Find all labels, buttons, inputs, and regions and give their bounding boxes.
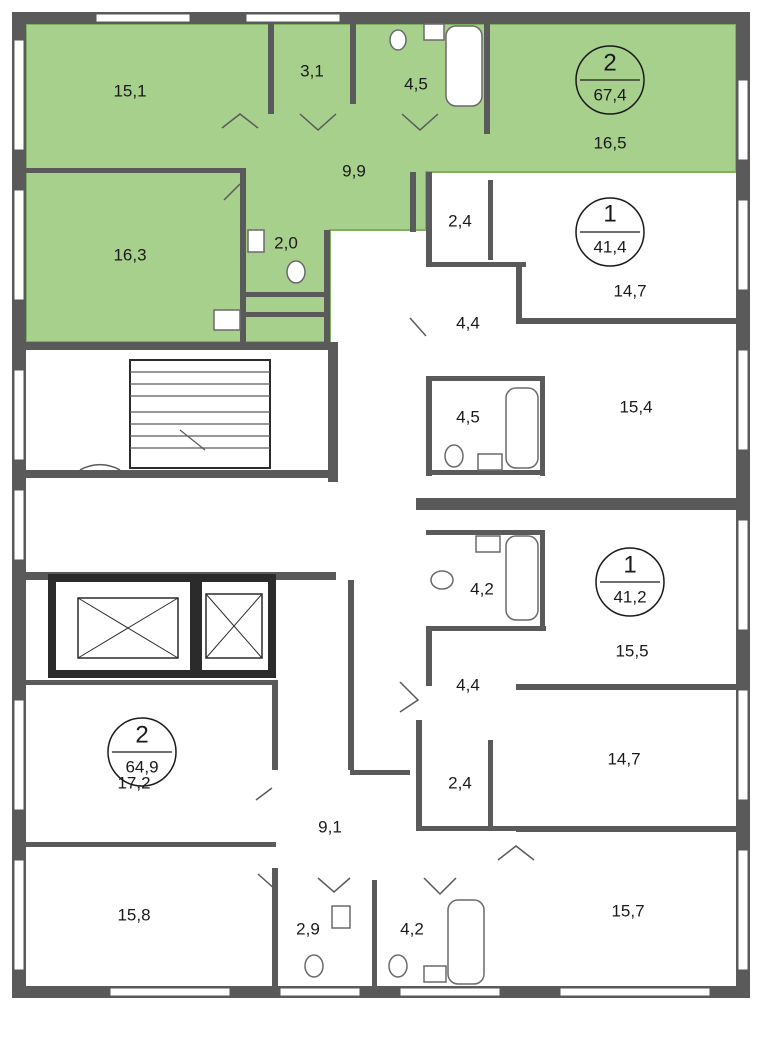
apartment-rooms-count: 2 <box>135 721 148 748</box>
room-area-label: 4,4 <box>456 313 480 332</box>
apartment-area: 67,4 <box>593 85 626 104</box>
room-area-label: 15,7 <box>611 901 644 920</box>
room-area-label: 4,2 <box>400 919 424 938</box>
apartment-area: 64,9 <box>125 757 158 776</box>
interior-walls <box>26 24 736 986</box>
apartment-rooms-count: 1 <box>623 551 636 578</box>
room-area-label: 17,2 <box>117 773 150 792</box>
stairwell <box>129 359 271 469</box>
apartment-rooms-count: 2 <box>603 49 616 76</box>
room-area-label: 15,1 <box>113 81 146 100</box>
sanitary-fixtures <box>213 23 539 985</box>
apartment-badge-top[interactable]: 2 67,4 <box>575 45 645 115</box>
room-area-label: 9,9 <box>342 161 366 180</box>
room-area-label: 16,5 <box>593 133 626 152</box>
room-area-label: 15,4 <box>619 397 652 416</box>
apartment-badge-right-upper[interactable]: 1 41,4 <box>575 197 645 267</box>
elevator-shafts <box>48 574 276 678</box>
apartment-area: 41,4 <box>593 237 626 256</box>
room-area-label: 16,3 <box>113 245 146 264</box>
room-area-label: 2,0 <box>274 233 298 252</box>
apartment-badge-right-lower[interactable]: 1 41,2 <box>595 547 665 617</box>
room-area-label: 4,5 <box>404 74 428 93</box>
room-area-label: 14,7 <box>613 281 646 300</box>
room-area-label: 2,4 <box>448 773 472 792</box>
room-area-label: 4,2 <box>470 579 494 598</box>
door-swings <box>79 113 535 896</box>
apartment-rooms-count: 1 <box>603 200 616 227</box>
room-labels: 15,1 3,1 4,5 16,5 9,9 16,3 2,0 2,4 14,7 … <box>113 61 652 938</box>
room-area-label: 15,5 <box>615 641 648 660</box>
room-area-label: 14,7 <box>607 749 640 768</box>
room-area-label: 4,4 <box>456 675 480 694</box>
room-area-label: 9,1 <box>318 817 342 836</box>
apartment-badge-bottom-left[interactable]: 2 64,9 <box>107 717 177 787</box>
apartment-area: 41,2 <box>613 587 646 606</box>
room-area-label: 2,9 <box>296 919 320 938</box>
room-area-label: 4,5 <box>456 407 480 426</box>
windows <box>13 13 749 997</box>
room-area-label: 3,1 <box>300 61 324 80</box>
room-area-label: 2,4 <box>448 211 472 230</box>
room-area-label: 15,8 <box>117 905 150 924</box>
